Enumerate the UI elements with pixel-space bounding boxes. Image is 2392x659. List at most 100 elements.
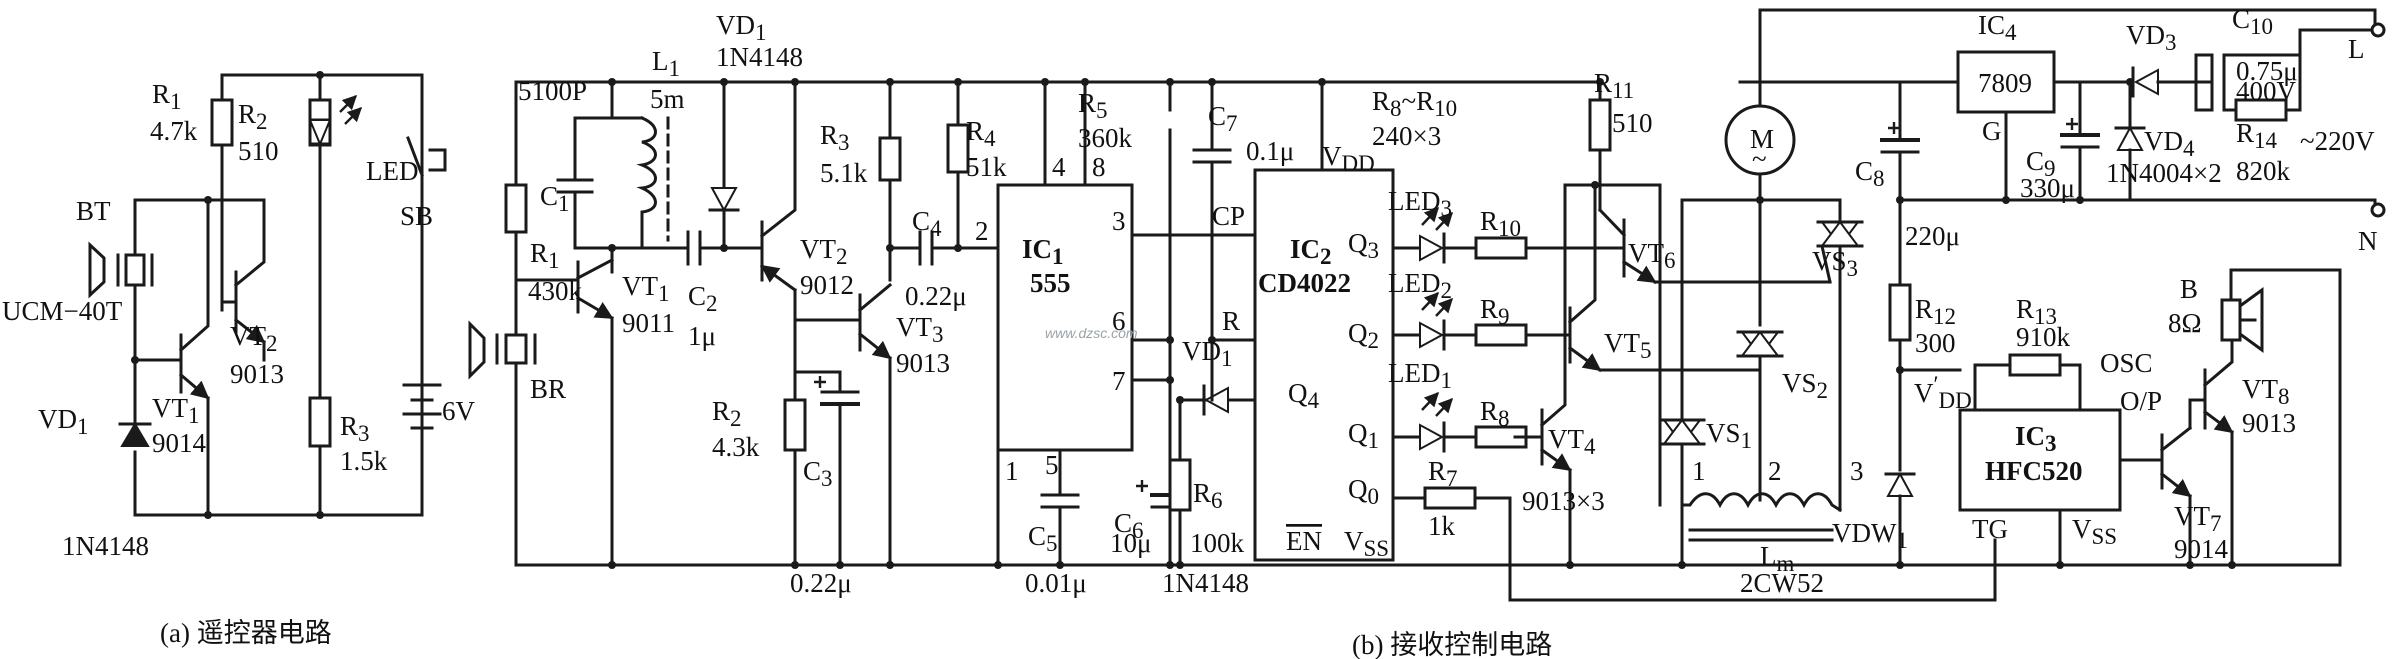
- rx-vs1-triac: [1658, 418, 1706, 446]
- rx-c1-label: C1: [540, 181, 570, 216]
- rx-c2-value: 1μ: [688, 321, 716, 351]
- tx-sb-switch: [406, 136, 447, 177]
- rx-led3-r10: [1419, 206, 1626, 264]
- tx-vt1-label: VT1: [152, 393, 200, 428]
- tx-bt-transducer: [88, 198, 210, 299]
- rx-c2-label: C2: [688, 281, 718, 316]
- rx-power-supply: [1738, 8, 2386, 218]
- ic3-pin-osc: OSC: [2100, 348, 2153, 378]
- rx-r12-vdw1: [1884, 198, 1962, 567]
- terminal-l-label: L: [2348, 34, 2365, 64]
- caption-b: (b) 接收控制电路: [1352, 630, 1552, 659]
- rx-vt8-value: 9013: [2242, 408, 2296, 438]
- ic2-pin-q0: Q0: [1348, 474, 1379, 509]
- speaker-value: 8Ω: [2168, 308, 2202, 338]
- rx-vt5-label: VT5: [1604, 328, 1652, 363]
- rx-led2-label: LED2: [1388, 268, 1452, 303]
- rx-r7-label: R7: [1428, 456, 1458, 491]
- ic4-label: IC4: [1978, 10, 2017, 45]
- tx-r3-value: 1.5k: [340, 446, 388, 476]
- ic1-pin1: 1: [1005, 456, 1019, 486]
- rx-r1-resistor: [504, 183, 528, 234]
- rx-c3-value: 0.22μ: [790, 568, 852, 598]
- rx-r13-resistor: [2008, 353, 2062, 377]
- rx-led2-r9: [1419, 291, 1572, 351]
- rx-r4-resistor: [946, 80, 970, 250]
- ic2-value: CD4022: [1258, 268, 1351, 298]
- rx-c10-voltage: 400V: [2236, 76, 2297, 106]
- rx-vd3-label: VD3: [2126, 20, 2177, 55]
- ic1-value: 555: [1030, 268, 1071, 298]
- rx-r12-value: 300: [1915, 328, 1956, 358]
- rx-vt1-label: VT1: [622, 271, 670, 306]
- rx-vdw1-value: 2CW52: [1740, 568, 1824, 598]
- motor-label: M: [1750, 124, 1774, 154]
- rx-vt7-label: VT7: [2174, 501, 2222, 536]
- rx-lm-label: Lm: [1760, 541, 1795, 576]
- ic4-value: 7809: [1978, 68, 2032, 98]
- rx-c8-label: C8: [1855, 156, 1885, 191]
- ic2-pin-vdd: VDD: [1322, 141, 1375, 176]
- rx-c2-capacitor: [686, 230, 764, 266]
- rx-vt1-transistor: [575, 246, 690, 357]
- tx-led: [308, 94, 363, 147]
- rx-r8-label: R8: [1480, 396, 1510, 431]
- terminal-n-label: N: [2358, 226, 2378, 256]
- rx-r8-r10-label: R8~R10: [1372, 86, 1457, 121]
- tx-r3-resistor: [308, 396, 332, 448]
- tx-vt2-transistor: [220, 198, 267, 362]
- watermark: www.dzsc.com: [1045, 325, 1138, 341]
- rx-c5-capacitor: [1040, 493, 1080, 567]
- ic2-pin-cp: CP: [1212, 201, 1245, 231]
- lm-tap2: 2: [1768, 456, 1782, 486]
- rx-c7-value: 0.1μ: [1246, 136, 1294, 166]
- rx-vt6-transistor: [1597, 207, 1832, 285]
- tx-sb-label: SB: [400, 201, 433, 231]
- rx-r14-label: R14: [2236, 118, 2278, 153]
- ic4-pin-g: G: [1982, 116, 2002, 146]
- rx-c6-value: 10μ: [1110, 528, 1151, 558]
- rx-vd1-diode: [708, 80, 740, 250]
- speaker-label: B: [2180, 274, 2198, 304]
- ic3-pin-op: O/P: [2120, 386, 2162, 416]
- tx-led-label: LED: [366, 156, 418, 186]
- rx-vt8-label: VT8: [2242, 374, 2290, 409]
- rx-r3-resistor: [878, 80, 902, 282]
- tx-vd1-label: VD1: [38, 404, 89, 439]
- rx-vd1b-label: VD1: [1182, 336, 1233, 371]
- tx-vd1-diode: [118, 248, 152, 517]
- rx-r3-value: 5.1k: [820, 158, 868, 188]
- lm-tap3: 3: [1850, 456, 1864, 486]
- rx-vs3-triac: [1816, 220, 1864, 512]
- ic2-pin-q2: Q2: [1348, 318, 1379, 353]
- caption-a: (a) 遥控器电路: [160, 618, 332, 648]
- rx-r2-label: R2: [712, 396, 742, 431]
- rx-vs2-label: VS2: [1782, 368, 1828, 403]
- tx-ucm-label: UCM−40T: [2, 296, 123, 326]
- rx-r4-value: 51k: [966, 152, 1007, 182]
- tx-r1-label: R1: [152, 79, 182, 114]
- rx-r7-resistor: [1423, 486, 1997, 602]
- rx-r14-value: 820k: [2236, 156, 2291, 186]
- tx-vt1-value: 9014: [152, 428, 207, 458]
- motor-tilde: ~: [1752, 144, 1767, 174]
- ic1-pin5: 5: [1045, 450, 1059, 480]
- rx-vd1b-value: 1N4148: [1162, 568, 1249, 598]
- ic1-pin7: 7: [1112, 366, 1126, 396]
- tx-r1-resistor: [210, 98, 234, 147]
- rx-r2-value: 4.3k: [712, 432, 760, 462]
- rx-r3-label: R3: [820, 120, 850, 155]
- lm-tap1: 1: [1692, 456, 1706, 486]
- ic2-pin-r: R: [1222, 306, 1240, 336]
- rx-c7-label: C7: [1208, 101, 1238, 136]
- rx-r6-value: 100k: [1190, 528, 1245, 558]
- rx-vd1-label: VD1: [716, 10, 767, 45]
- rx-vt4-transistor: [1524, 183, 1662, 567]
- tx-battery-label: 6V: [442, 396, 476, 426]
- rx-r11-value: 510: [1612, 108, 1653, 138]
- rx-vs3-label: VS3: [1812, 246, 1858, 281]
- ic2-pin-vss: VSS: [1344, 526, 1389, 561]
- rx-r11-resistor: [1588, 98, 1612, 212]
- ic3-pin-tg: TG: [1972, 514, 2008, 544]
- rx-ic1-555: [996, 80, 1257, 567]
